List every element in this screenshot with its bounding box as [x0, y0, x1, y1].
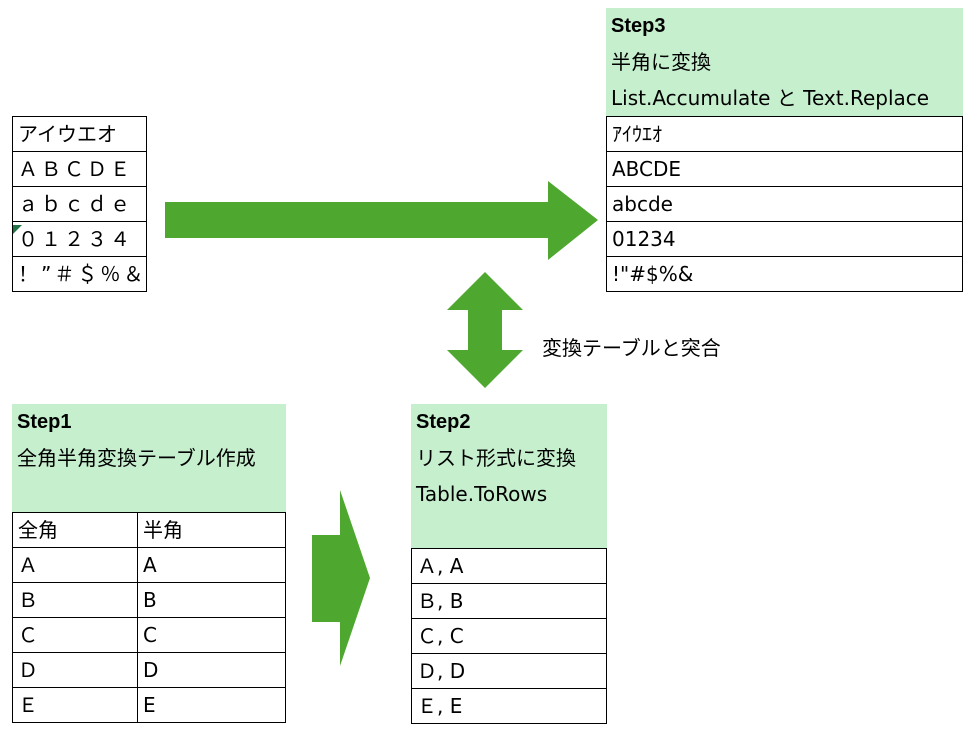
table-row: ！”＃＄％＆ — [11, 256, 148, 292]
source-cell[interactable]: ！”＃＄％＆ — [11, 256, 148, 292]
table-row: アイウエオ — [11, 116, 148, 152]
step3-table: ｱｲｳｴｵ ABCDE abcde 01234 !"#$%& — [606, 116, 963, 292]
step2-title: Step2 — [416, 411, 471, 433]
fullwidth-cell[interactable]: Ｃ — [12, 617, 138, 653]
table-row: ｱｲｳｴｵ — [606, 116, 963, 152]
step2-method: Table.ToRows — [416, 482, 548, 506]
result-cell[interactable]: abcde — [606, 186, 963, 222]
fullwidth-cell[interactable]: Ｂ — [12, 582, 138, 618]
source-table: アイウエオ ＡＢＣＤＥ ａｂｃｄｅ ０１２３４ ！”＃＄％＆ — [11, 116, 148, 292]
table-row: abcde — [606, 186, 963, 222]
match-label: 変換テーブルと突合 — [542, 336, 721, 360]
table-row: Ｄ, D — [411, 653, 607, 689]
fullwidth-cell[interactable]: Ｅ — [12, 687, 138, 723]
table-row: Ｂ, B — [411, 583, 607, 619]
column-header-halfwidth[interactable]: 半角 — [137, 512, 286, 548]
step2-header: Step2 リスト形式に変換 Table.ToRows — [411, 404, 607, 548]
step1-header: Step1 全角半角変換テーブル作成 — [12, 404, 286, 512]
halfwidth-cell[interactable]: A — [137, 547, 286, 583]
step3-title: Step3 — [611, 15, 666, 37]
table-header-row: 全角 半角 — [12, 512, 286, 548]
step3-header: Step3 半角に変換 List.Accumulate と Text.Repla… — [606, 8, 963, 116]
table-row: ａｂｃｄｅ — [11, 186, 148, 222]
cell-comment-marker — [13, 225, 22, 234]
step1-subtitle: 全角半角変換テーブル作成 — [17, 446, 256, 470]
list-cell[interactable]: Ａ, A — [411, 548, 607, 584]
table-row: ＡＢＣＤＥ — [11, 151, 148, 187]
table-row: !"#$%& — [606, 256, 963, 292]
step2-subtitle: リスト形式に変換 — [416, 446, 576, 470]
list-cell[interactable]: Ｂ, B — [411, 583, 607, 619]
step3-subtitle: 半角に変換 — [611, 50, 711, 74]
halfwidth-cell[interactable]: E — [137, 687, 286, 723]
result-cell[interactable]: ｱｲｳｴｵ — [606, 116, 963, 152]
result-cell[interactable]: !"#$%& — [606, 256, 963, 292]
table-row: Ｃ, C — [411, 618, 607, 654]
source-cell[interactable]: ＡＢＣＤＥ — [11, 151, 148, 187]
table-row: Ｅ, E — [411, 688, 607, 724]
result-cell[interactable]: 01234 — [606, 221, 963, 257]
source-cell[interactable]: アイウエオ — [11, 116, 148, 152]
list-cell[interactable]: Ｅ, E — [411, 688, 607, 724]
step1-title: Step1 — [17, 411, 72, 433]
step2-table: Ａ, A Ｂ, B Ｃ, C Ｄ, D Ｅ, E — [411, 548, 607, 724]
table-row: Ａ, A — [411, 548, 607, 584]
source-cell[interactable]: ａｂｃｄｅ — [11, 186, 148, 222]
list-cell[interactable]: Ｄ, D — [411, 653, 607, 689]
list-cell[interactable]: Ｃ, C — [411, 618, 607, 654]
table-row: 01234 — [606, 221, 963, 257]
step3-method: List.Accumulate と Text.Replace — [611, 86, 930, 110]
halfwidth-cell[interactable]: B — [137, 582, 286, 618]
